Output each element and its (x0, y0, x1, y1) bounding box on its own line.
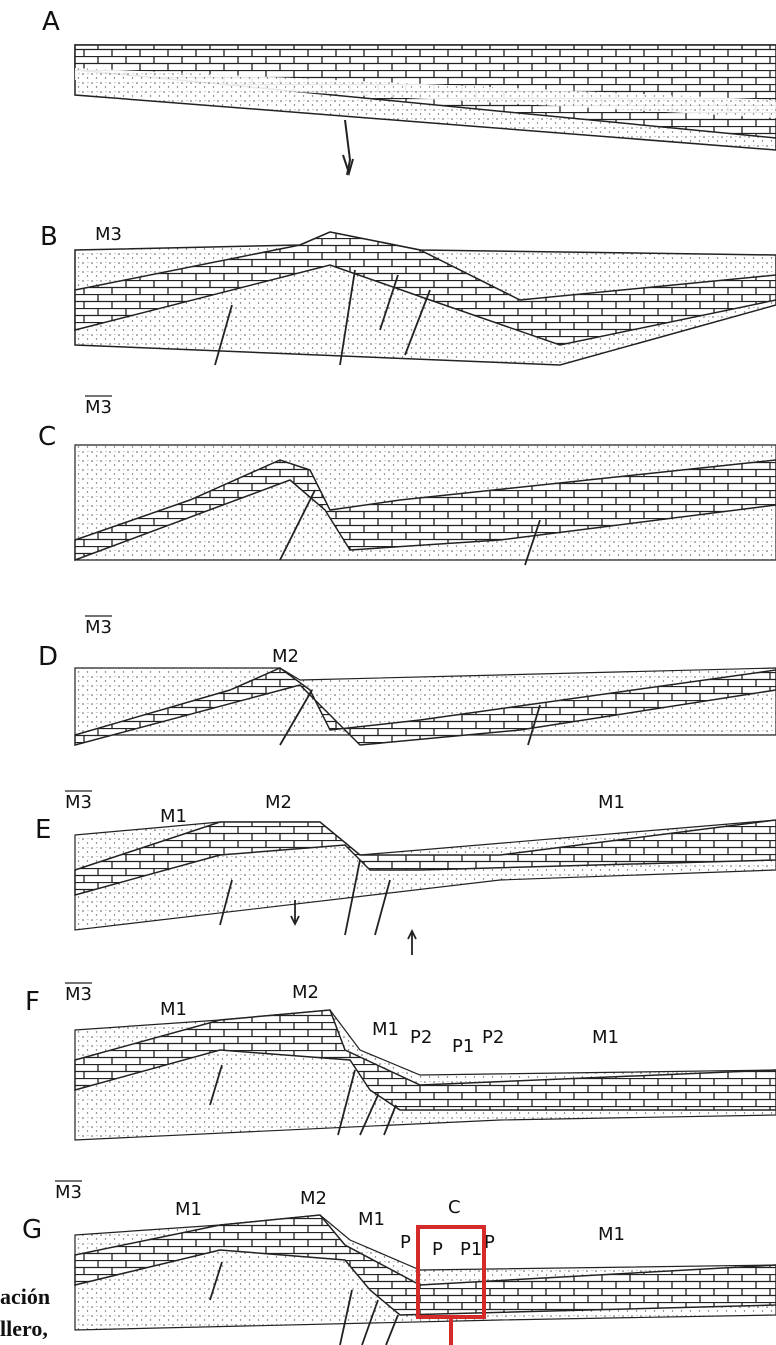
panel-letter-b: B (40, 222, 58, 252)
uplift-arrow (408, 931, 416, 955)
label-p: P (432, 1239, 443, 1260)
label-m2: M2 (292, 982, 319, 1003)
caption-fragment-2: llero, (0, 1318, 48, 1340)
panel-a: A (42, 7, 776, 175)
label-m1: M1 (160, 999, 187, 1020)
panel-d: D M3 M2 (38, 616, 776, 745)
label-m1: M1 (592, 1027, 619, 1048)
label-m3: M3 (55, 1182, 82, 1203)
label-m1: M1 (175, 1199, 202, 1220)
panel-c: C M3 (38, 396, 776, 565)
label-m2: M2 (265, 792, 292, 813)
panel-letter-a: A (42, 7, 60, 37)
label-m3: M3 (95, 224, 122, 245)
label-m3: M3 (65, 984, 92, 1005)
label-m2: M2 (300, 1188, 327, 1209)
label-m3: M3 (85, 397, 112, 418)
label-m1: M1 (358, 1209, 385, 1230)
label-m3: M3 (85, 617, 112, 638)
label-c: C (448, 1197, 461, 1218)
panel-letter-e: E (35, 815, 51, 845)
caption-fragment-1: ación (0, 1286, 50, 1308)
label-m1: M1 (598, 792, 625, 813)
panel-f: F M3 M1 M2 M1 P2 P1 P2 M1 (25, 982, 776, 1140)
fault-arrow (343, 155, 353, 173)
panel-letter-d: D (38, 642, 58, 672)
panel-b: B M3 (40, 222, 776, 365)
label-m3: M3 (65, 792, 92, 813)
label-m2: M2 (272, 646, 299, 667)
panel-g: G M3 M1 M2 M1 P C P P1 P M1 (22, 1181, 776, 1345)
panel-e: E M3 M1 M2 M1 (35, 791, 776, 955)
panel-letter-c: C (38, 422, 56, 452)
label-m1: M1 (160, 806, 187, 827)
panel-letter-f: F (25, 987, 40, 1017)
panel-letter-g: G (22, 1215, 42, 1245)
label-p: P (400, 1232, 411, 1253)
label-p1: P1 (452, 1036, 474, 1057)
label-m1: M1 (372, 1019, 399, 1040)
label-m1: M1 (598, 1224, 625, 1245)
label-p2: P2 (410, 1027, 432, 1048)
label-p1: P1 (460, 1239, 482, 1260)
label-p2: P2 (482, 1027, 504, 1048)
